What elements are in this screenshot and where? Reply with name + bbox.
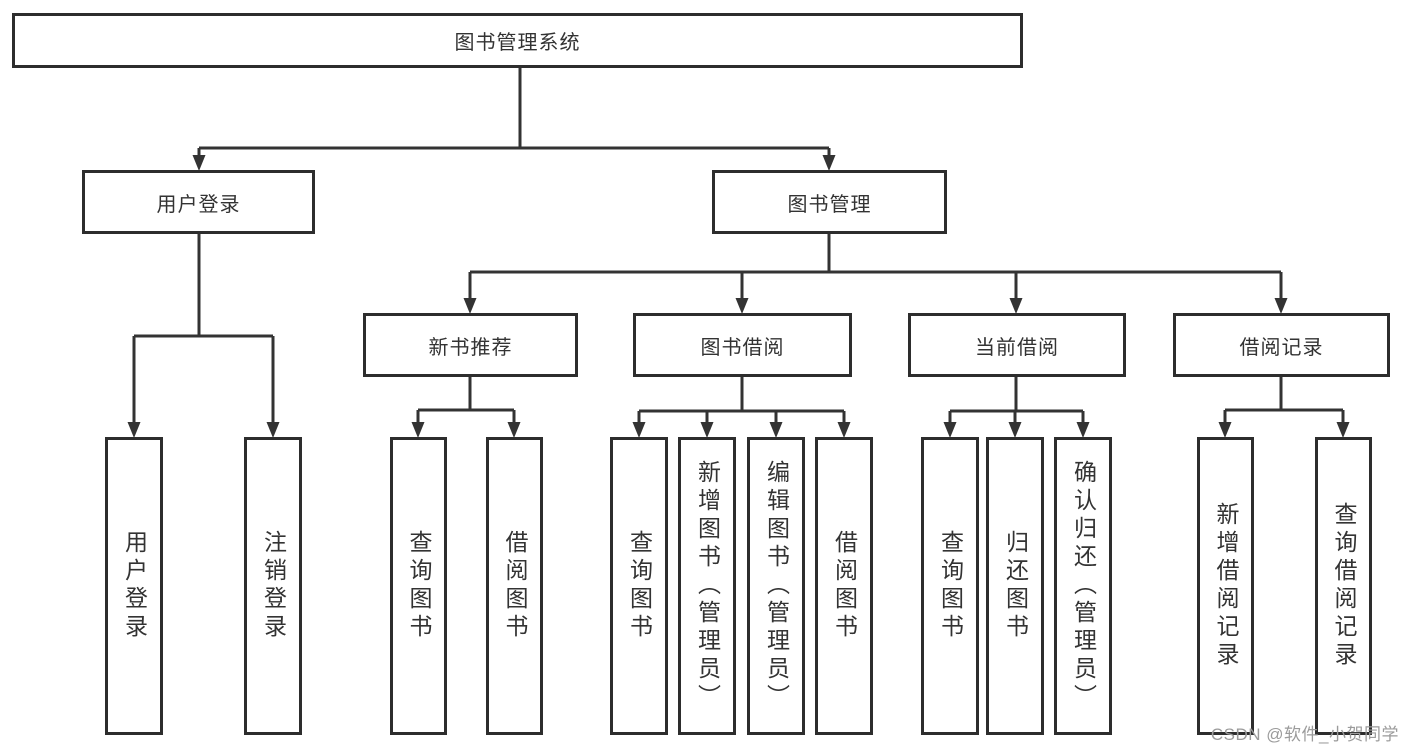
connector-current-borrow-split	[943, 377, 1090, 438]
leaf-logout: 注销登录	[244, 437, 302, 735]
connector-book-borrow-split	[632, 377, 851, 438]
leaf-edit-book-admin: 编辑图书（管理员）	[747, 437, 805, 735]
leaf-user-login: 用户登录	[105, 437, 163, 735]
leaf-query-book-borrow: 查询图书	[610, 437, 668, 735]
node-root: 图书管理系统	[12, 13, 1023, 68]
leaf-borrow-book-recommend: 借阅图书	[486, 437, 543, 735]
connector-book-mgmt-split	[463, 234, 1288, 314]
node-book-management: 图书管理	[712, 170, 947, 234]
leaf-query-book-recommend: 查询图书	[390, 437, 447, 735]
connector-root-split	[192, 68, 836, 171]
node-book-borrow: 图书借阅	[633, 313, 852, 377]
leaf-add-borrow-record: 新增借阅记录	[1197, 437, 1254, 735]
leaf-add-book-admin: 新增图书（管理员）	[678, 437, 736, 735]
leaf-query-book-current: 查询图书	[921, 437, 979, 735]
connector-borrow-record-split	[1218, 377, 1350, 438]
leaf-borrow-book: 借阅图书	[815, 437, 873, 735]
node-current-borrow: 当前借阅	[908, 313, 1126, 377]
csdn-watermark: CSDN @软件_小贺同学	[1210, 725, 1399, 744]
node-borrow-record: 借阅记录	[1173, 313, 1390, 377]
leaf-confirm-return-admin: 确认归还（管理员）	[1054, 437, 1112, 735]
leaf-return-book: 归还图书	[986, 437, 1044, 735]
node-new-book-recommend: 新书推荐	[363, 313, 578, 377]
connector-user-login-split	[127, 234, 280, 438]
leaf-query-borrow-record: 查询借阅记录	[1315, 437, 1372, 735]
node-user-login: 用户登录	[82, 170, 315, 234]
connector-new-book-split	[411, 377, 521, 438]
